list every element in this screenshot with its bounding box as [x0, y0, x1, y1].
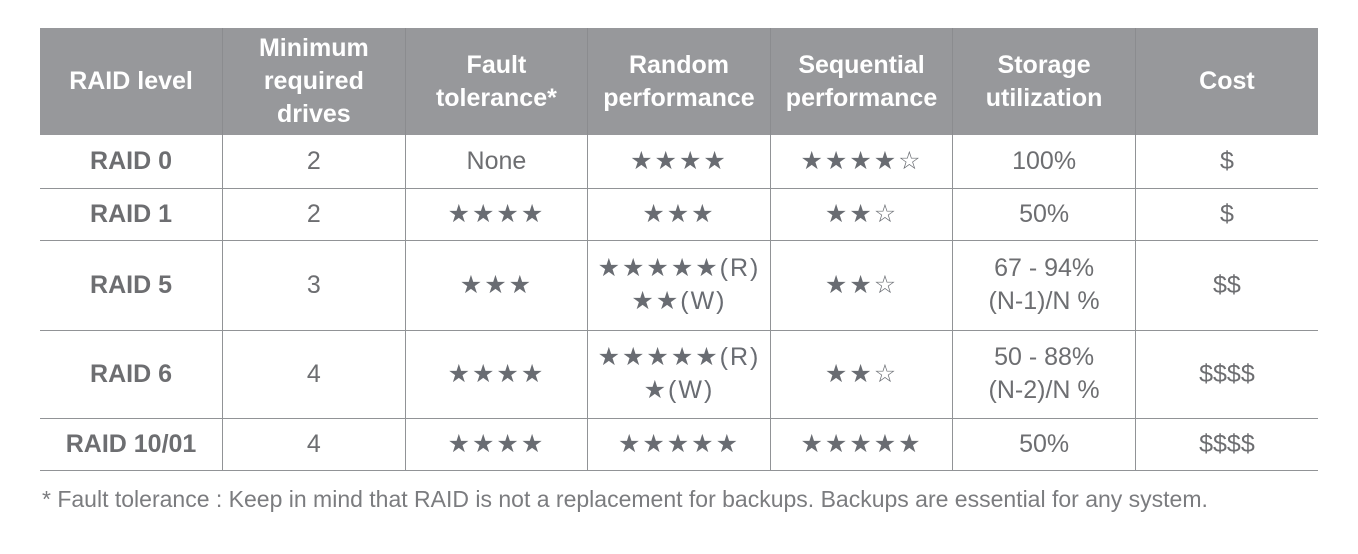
header-cell-cost: Cost [1135, 28, 1318, 135]
cell-cost: $ [1135, 188, 1318, 241]
cell-cost: $$$$ [1135, 330, 1318, 419]
cell-storage-util: 50% [952, 418, 1136, 471]
header-cell-min-drives: Minimum required drives [222, 28, 406, 135]
cell-raid-level: RAID 0 [40, 135, 224, 189]
cell-seq-perf: ★★☆ [770, 240, 954, 331]
cell-random-perf: ★★★★ [587, 135, 771, 189]
cell-random-perf: ★★★ [587, 188, 771, 241]
cell-storage-util: 50% [952, 188, 1136, 241]
header-cell-random-perf: Random performance [587, 28, 771, 135]
cell-seq-perf: ★★☆ [770, 330, 954, 419]
cell-fault-tolerance: ★★★★ [405, 188, 589, 241]
cell-min-drives: 4 [222, 418, 406, 471]
header-cell-seq-perf: Sequential performance [770, 28, 954, 135]
cell-min-drives: 2 [222, 135, 406, 189]
fault-tolerance-footnote: * Fault tolerance : Keep in mind that RA… [42, 486, 1208, 512]
cell-cost: $$ [1135, 240, 1318, 331]
cell-min-drives: 3 [222, 240, 406, 331]
cell-random-perf: ★★★★★(R) ★(W) [587, 330, 771, 419]
cell-fault-tolerance: None [405, 135, 589, 189]
header-cell-raid-level: RAID level [40, 28, 224, 135]
header-cell-fault-tolerance: Fault tolerance* [405, 28, 589, 135]
cell-raid-level: RAID 1 [40, 188, 224, 241]
cell-fault-tolerance: ★★★★ [405, 418, 589, 471]
cell-storage-util: 67 - 94% (N-1)/N % [952, 240, 1136, 331]
cell-raid-level: RAID 5 [40, 240, 224, 331]
cell-raid-level: RAID 10/01 [40, 418, 224, 471]
cell-random-perf: ★★★★★(R) ★★(W) [587, 240, 771, 331]
cell-seq-perf: ★★☆ [770, 188, 954, 241]
cell-storage-util: 100% [952, 135, 1136, 189]
cell-random-perf: ★★★★★ [587, 418, 771, 471]
cell-raid-level: RAID 6 [40, 330, 224, 419]
cell-min-drives: 4 [222, 330, 406, 419]
cell-fault-tolerance: ★★★ [405, 240, 589, 331]
header-cell-storage-util: Storage utilization [952, 28, 1136, 135]
cell-min-drives: 2 [222, 188, 406, 241]
cell-cost: $$$$ [1135, 418, 1318, 471]
cell-storage-util: 50 - 88% (N-2)/N % [952, 330, 1136, 419]
cell-cost: $ [1135, 135, 1318, 189]
cell-seq-perf: ★★★★★ [770, 418, 954, 471]
cell-fault-tolerance: ★★★★ [405, 330, 589, 419]
cell-seq-perf: ★★★★☆ [770, 135, 954, 189]
